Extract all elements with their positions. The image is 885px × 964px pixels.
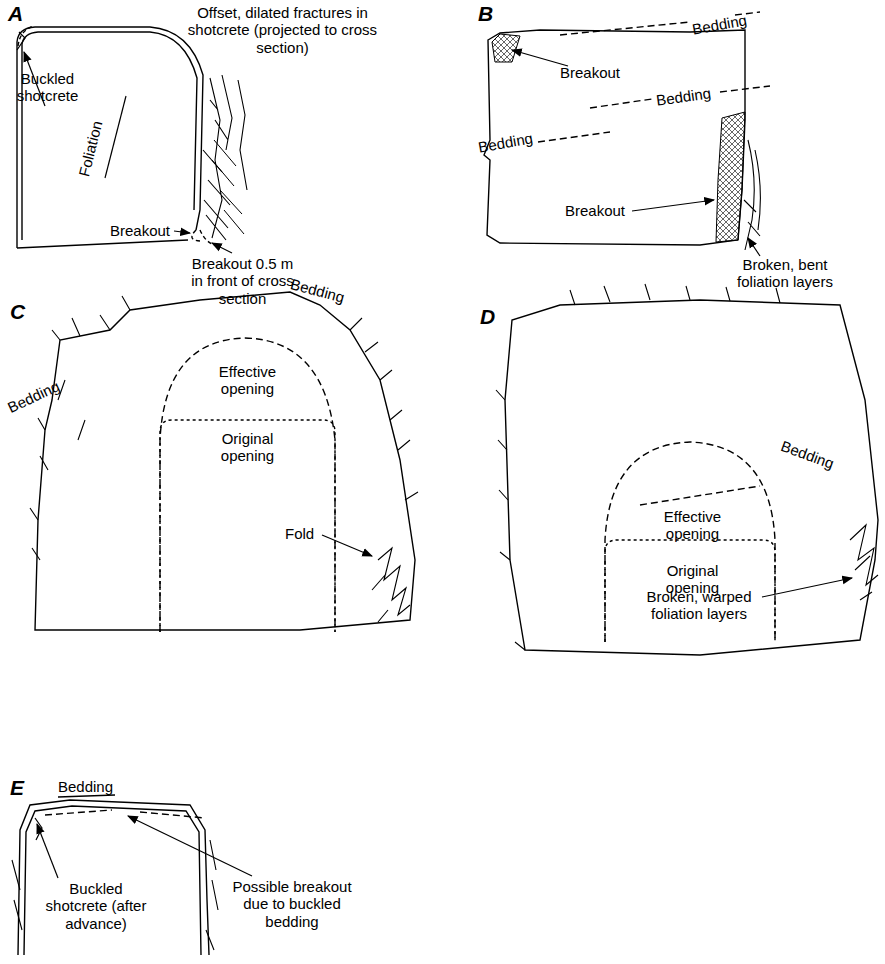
panel-e bbox=[58, 795, 115, 797]
leader-arrows bbox=[512, 50, 568, 66]
callout-label: Breakout bbox=[565, 202, 625, 219]
panel-d bbox=[605, 442, 775, 642]
panel-letter: E bbox=[10, 776, 24, 800]
opening-label: Original opening bbox=[200, 430, 295, 465]
panel-d bbox=[505, 300, 878, 655]
callout-label: Buckled shotcrete (after advance) bbox=[40, 880, 152, 932]
callout-label: Broken, warped foliation layers bbox=[635, 588, 763, 623]
panel-a bbox=[18, 26, 34, 46]
bedding-label: Bedding bbox=[691, 11, 748, 38]
panel-a bbox=[17, 240, 188, 248]
panel-c bbox=[350, 318, 418, 500]
opening-label: Effective opening bbox=[645, 508, 740, 543]
leader-arrows bbox=[322, 535, 372, 556]
panel-b bbox=[590, 99, 652, 108]
panel-b bbox=[716, 112, 745, 242]
panel-b bbox=[538, 132, 610, 142]
panel-b bbox=[744, 140, 760, 250]
panel-letter: B bbox=[478, 2, 493, 26]
panel-e bbox=[24, 806, 201, 955]
leader-arrows bbox=[632, 200, 714, 211]
opening-label: Effective opening bbox=[200, 363, 295, 398]
bedding-label: Bedding bbox=[5, 377, 62, 416]
leader-arrows bbox=[762, 578, 852, 597]
panel-c bbox=[30, 292, 418, 632]
panel-a bbox=[105, 96, 126, 178]
callout-label: Breakout 0.5 m in front of cross section bbox=[185, 255, 300, 307]
panel-e bbox=[18, 800, 209, 955]
panel-a bbox=[17, 32, 25, 50]
bedding-label: Bedding bbox=[58, 778, 113, 795]
panel-letter: D bbox=[480, 305, 495, 329]
callout-label: Fold bbox=[285, 525, 314, 542]
panel-d bbox=[496, 284, 878, 655]
panel-c bbox=[160, 338, 335, 632]
callout-label: Breakout bbox=[560, 64, 620, 81]
panel-a bbox=[212, 140, 244, 234]
panel-d bbox=[605, 540, 775, 642]
callout-label: Buckled shotcrete bbox=[10, 70, 85, 105]
panel-a bbox=[17, 27, 203, 248]
panel-b bbox=[720, 86, 770, 92]
panel-a bbox=[22, 32, 197, 240]
structure-label: Foliation bbox=[75, 119, 105, 178]
panel-letter: A bbox=[8, 2, 23, 26]
panel-c bbox=[160, 420, 335, 632]
leader-arrows bbox=[212, 243, 232, 253]
callout-label: Offset, dilated fractures in shotcrete (… bbox=[180, 4, 385, 56]
leader-arrows bbox=[37, 824, 58, 878]
panel-b bbox=[492, 34, 520, 62]
panel-e bbox=[45, 810, 205, 818]
callout-label: Possible breakout due to buckled bedding bbox=[222, 878, 362, 930]
leader-arrows bbox=[24, 50, 852, 878]
leader-arrows bbox=[128, 816, 252, 876]
callout-label: Breakout bbox=[110, 222, 170, 239]
panel-c bbox=[35, 292, 415, 630]
bedding-label: Bedding bbox=[655, 84, 712, 109]
bedding-label: Bedding bbox=[779, 437, 837, 472]
panel-c bbox=[30, 296, 130, 560]
panel-e bbox=[12, 840, 218, 950]
panel-d bbox=[850, 525, 878, 600]
panel-d bbox=[640, 486, 760, 505]
bedding-label: Bedding bbox=[289, 275, 347, 306]
bedding-label: Bedding bbox=[477, 129, 534, 156]
callout-label: Broken, bent foliation layers bbox=[725, 256, 845, 291]
panel-c bbox=[372, 548, 410, 622]
panel-a bbox=[17, 26, 247, 248]
panel-e bbox=[12, 795, 218, 955]
panel-letter: C bbox=[10, 300, 25, 324]
leader-arrows bbox=[174, 231, 190, 233]
leader-arrows bbox=[748, 238, 760, 256]
panel-d bbox=[496, 284, 780, 650]
panel-a bbox=[203, 75, 247, 240]
